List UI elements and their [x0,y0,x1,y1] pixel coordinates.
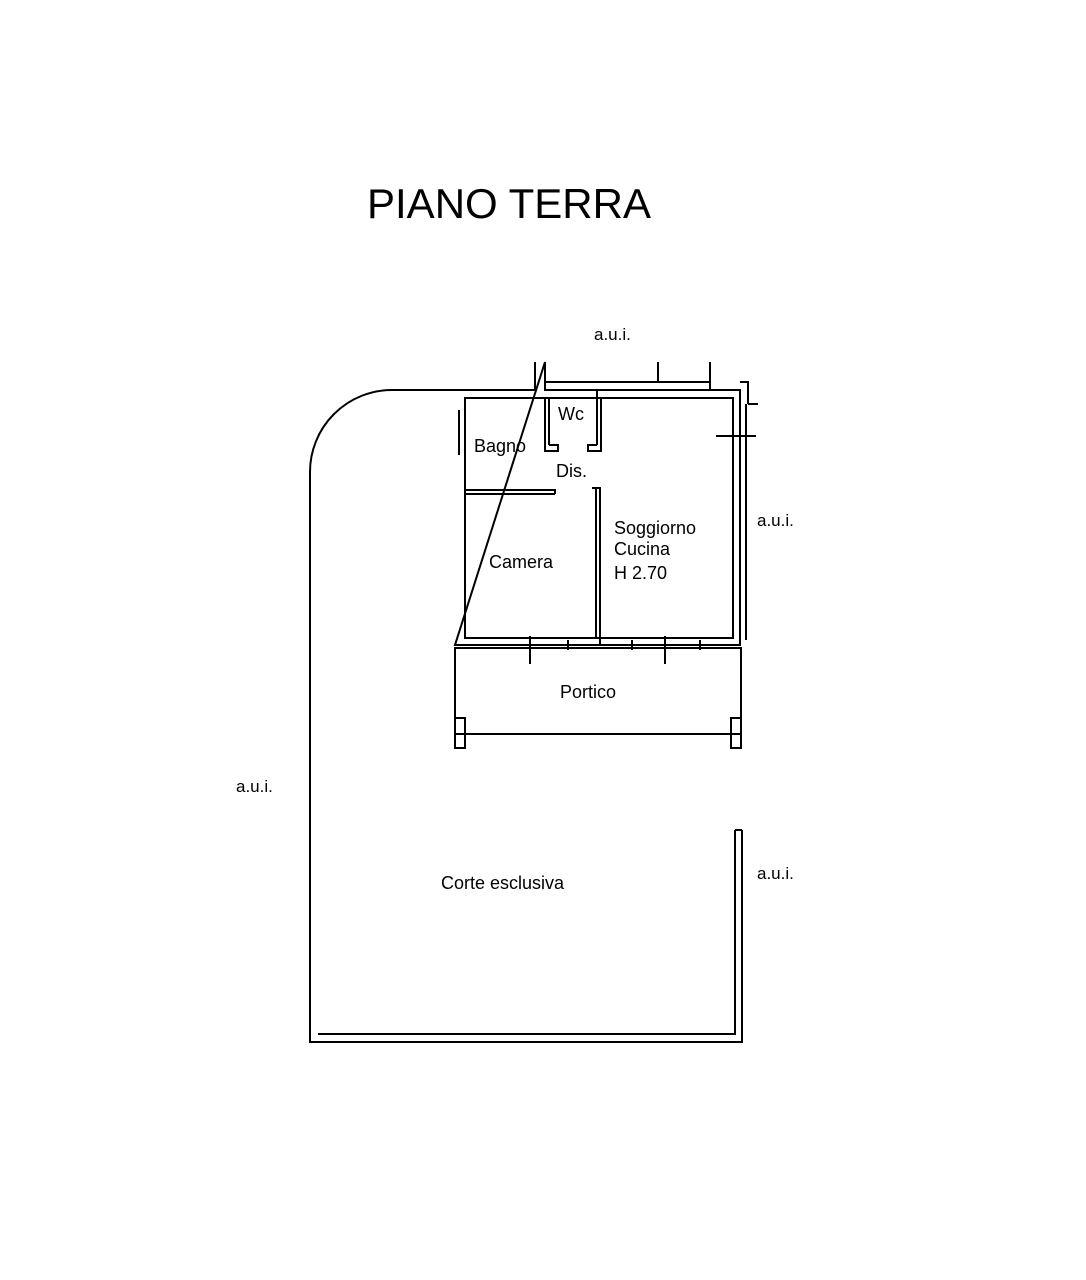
courtyard-boundary [309,389,743,1043]
room-label-wc: Wc [558,404,584,424]
neighbor-label-right-upper: a.u.i. [757,511,794,530]
neighbor-label-top: a.u.i. [594,325,631,344]
wall-dis-soggiorno [592,487,601,645]
wall-bagno-dis [548,489,556,494]
room-label-dis: Dis. [556,461,587,481]
room-label-soggiorno: Soggiorno [614,518,697,538]
room-label-height: H 2.70 [614,563,668,583]
room-label-camera: Camera [489,552,554,572]
portico-column-right [730,717,742,749]
portico-column-left [454,717,466,749]
room-label-cucina: Cucina [614,539,671,559]
wall-wc-bottom-right [587,444,602,452]
room-label-portico: Portico [560,682,617,702]
neighbor-label-right-lower: a.u.i. [757,864,794,883]
right-top-stub [740,381,758,405]
courtyard-inner-line [318,830,736,1035]
page-title: PIANO TERRA [367,180,651,227]
building-outer-wall [453,361,741,646]
neighbor-label-left: a.u.i. [236,777,273,796]
room-label-bagno: Bagno [474,436,527,456]
room-label-corte: Corte esclusiva [441,873,565,893]
wall-wc-bottom-left [544,444,559,452]
